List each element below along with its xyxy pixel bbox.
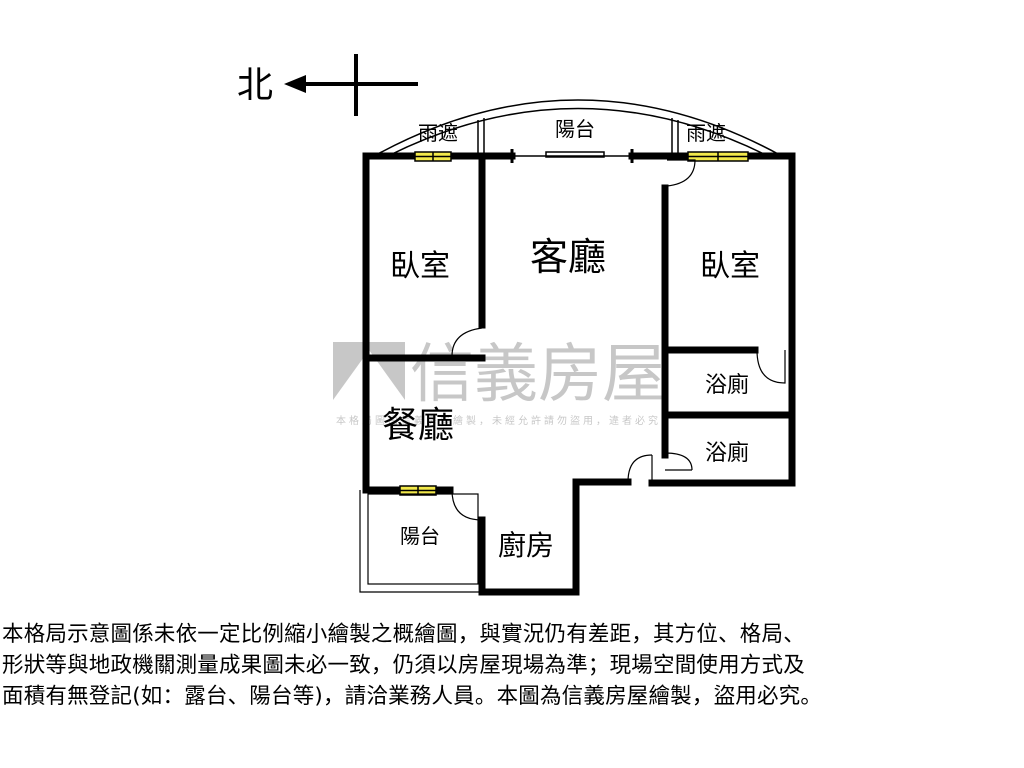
top-balcony-outline [375, 99, 781, 156]
watermark-brand: 信義房屋 [410, 338, 666, 412]
caption-line-1: 本格局示意圖係未依一定比例縮小繪製之概繪圖，與實況仍有差距，其方位、格局、 [2, 622, 805, 647]
label-bedroom-left: 臥室 [390, 249, 450, 284]
caption-line-2: 形狀等與地政機關測量成果圖未必一致，仍須以房屋現場為準；現場空間使用方式及 [2, 653, 805, 678]
label-bedroom-right: 臥室 [700, 249, 760, 284]
disclaimer-caption: 本格局示意圖係未依一定比例縮小繪製之概繪圖，與實況仍有差距，其方位、格局、 形狀… [2, 619, 1024, 712]
label-dining-room: 餐廳 [382, 405, 454, 446]
north-arrow-icon [284, 54, 418, 116]
label-bathroom-1: 浴廁 [705, 373, 749, 398]
caption-line-3: 面積有無登記(如：露台、陽台等)，請洽業務人員。本圖為信義房屋繪製，盜用必究。 [2, 684, 823, 709]
windows [399, 151, 749, 496]
doors [359, 159, 786, 593]
sliding-door [510, 149, 634, 163]
label-canopy-left: 雨遮 [418, 121, 458, 145]
label-canopy-right: 雨遮 [686, 121, 726, 145]
label-balcony-bottom: 陽台 [400, 524, 440, 548]
label-living-room: 客廳 [530, 235, 606, 279]
label-balcony-top: 陽台 [555, 117, 595, 141]
watermark-notice: 本格局圖由信義房屋繪製，未經允許請勿盜用，違者必究 [336, 414, 661, 427]
label-kitchen: 廚房 [498, 529, 554, 562]
north-label: 北 [237, 65, 273, 106]
label-bathroom-2: 浴廁 [705, 441, 749, 466]
